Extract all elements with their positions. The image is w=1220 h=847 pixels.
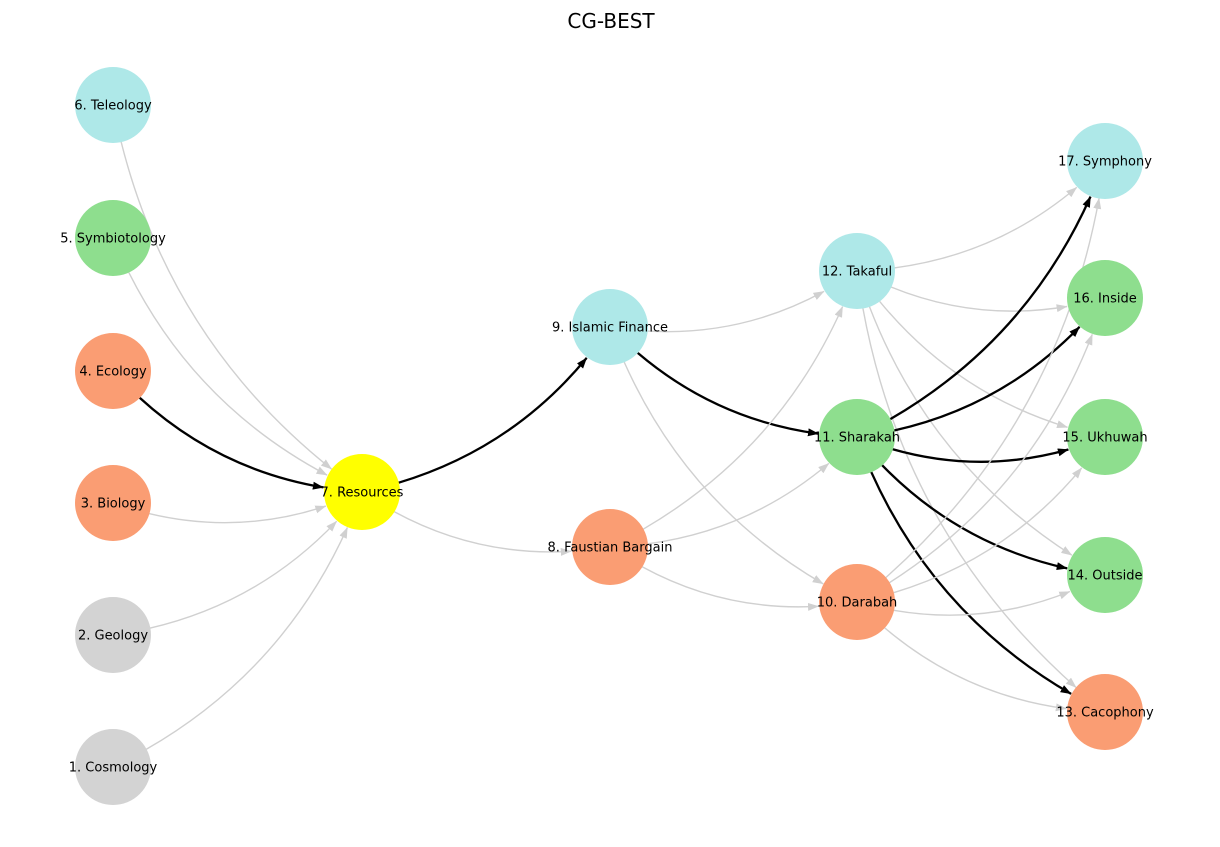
node-label-15-ukhuwah: 15. Ukhuwah xyxy=(1062,431,1147,446)
edge-11-to-15 xyxy=(891,447,1069,463)
edge-5-to-7 xyxy=(128,272,328,476)
node-label-11-sharakah: 11. Sharakah xyxy=(814,431,900,446)
node-label-13-cacophony: 13. Cacophony xyxy=(1056,706,1154,721)
edge-1-to-7 xyxy=(145,527,349,751)
node-12-takaful xyxy=(819,233,895,309)
edge-7-to-8 xyxy=(393,510,572,556)
node-label-2-geology: 2. Geology xyxy=(78,629,148,644)
edge-6-to-7 xyxy=(120,140,333,470)
node-10-darabah xyxy=(819,564,895,640)
edge-9-to-12 xyxy=(647,290,825,333)
edge-3-to-7 xyxy=(148,505,327,524)
edge-12-to-13 xyxy=(862,308,1077,689)
node-3-biology xyxy=(75,465,151,541)
node-15-ukhuwah xyxy=(1067,399,1143,475)
node-label-17-symphony: 17. Symphony xyxy=(1058,155,1152,170)
edge-11-to-14 xyxy=(881,464,1068,571)
node-label-16-inside: 16. Inside xyxy=(1073,292,1137,307)
node-label-1-cosmology: 1. Cosmology xyxy=(69,761,158,776)
edge-11-to-17 xyxy=(889,196,1092,421)
node-label-3-biology: 3. Biology xyxy=(81,497,146,512)
node-label-6-teleology: 6. Teleology xyxy=(74,99,152,114)
edge-2-to-7 xyxy=(149,520,338,629)
node-label-12-takaful: 12. Takaful xyxy=(822,265,892,280)
node-14-outside xyxy=(1067,537,1143,613)
node-label-14-outside: 14. Outside xyxy=(1067,569,1142,584)
edge-7-to-9 xyxy=(398,357,588,484)
node-label-5-symbiotology: 5. Symbiotology xyxy=(60,232,166,247)
edge-12-to-14 xyxy=(868,306,1073,556)
edge-12-to-17 xyxy=(894,186,1078,269)
node-8-faustian-bargain xyxy=(572,509,648,585)
node-label-10-darabah: 10. Darabah xyxy=(817,596,898,611)
edge-10-to-16 xyxy=(888,333,1093,584)
edge-12-to-16 xyxy=(890,286,1068,313)
node-16-inside xyxy=(1067,260,1143,336)
node-4-ecology xyxy=(75,333,151,409)
node-label-9-islamic-finance: 9. Islamic Finance xyxy=(552,321,668,336)
node-13-cacophony xyxy=(1067,674,1143,750)
edge-8-to-11 xyxy=(647,462,830,545)
edge-12-to-15 xyxy=(879,300,1068,429)
nodes-layer xyxy=(75,67,1143,805)
edge-10-to-15 xyxy=(893,467,1083,594)
edge-9-to-10 xyxy=(623,361,824,585)
edge-4-to-7 xyxy=(138,396,324,490)
edge-11-to-16 xyxy=(893,325,1081,432)
edge-11-to-13 xyxy=(870,471,1072,695)
node-7-resources xyxy=(324,454,400,530)
edge-9-to-11 xyxy=(636,352,819,437)
node-9-islamic-finance xyxy=(572,289,648,365)
node-6-teleology xyxy=(75,67,151,143)
node-17-symphony xyxy=(1067,123,1143,199)
node-1-cosmology xyxy=(75,729,151,805)
node-label-4-ecology: 4. Ecology xyxy=(79,365,147,380)
edges-layer xyxy=(120,140,1102,751)
edge-10-to-17 xyxy=(885,197,1102,579)
node-2-geology xyxy=(75,597,151,673)
node-11-sharakah xyxy=(819,399,895,475)
labels-layer: 1. Cosmology 2. Geology 3. Biology 4. Ecolo… xyxy=(60,99,1154,776)
node-5-symbiotology xyxy=(75,200,151,276)
graph-title: CG-BEST xyxy=(567,9,655,33)
edge-8-to-12 xyxy=(642,306,844,530)
edge-10-to-13 xyxy=(883,626,1067,712)
edge-8-to-10 xyxy=(641,565,819,611)
node-label-8-faustian-bargain: 8. Faustian Bargain xyxy=(548,541,673,556)
edge-10-to-14 xyxy=(893,590,1071,616)
node-label-7-resources: 7. Resources xyxy=(321,486,404,501)
